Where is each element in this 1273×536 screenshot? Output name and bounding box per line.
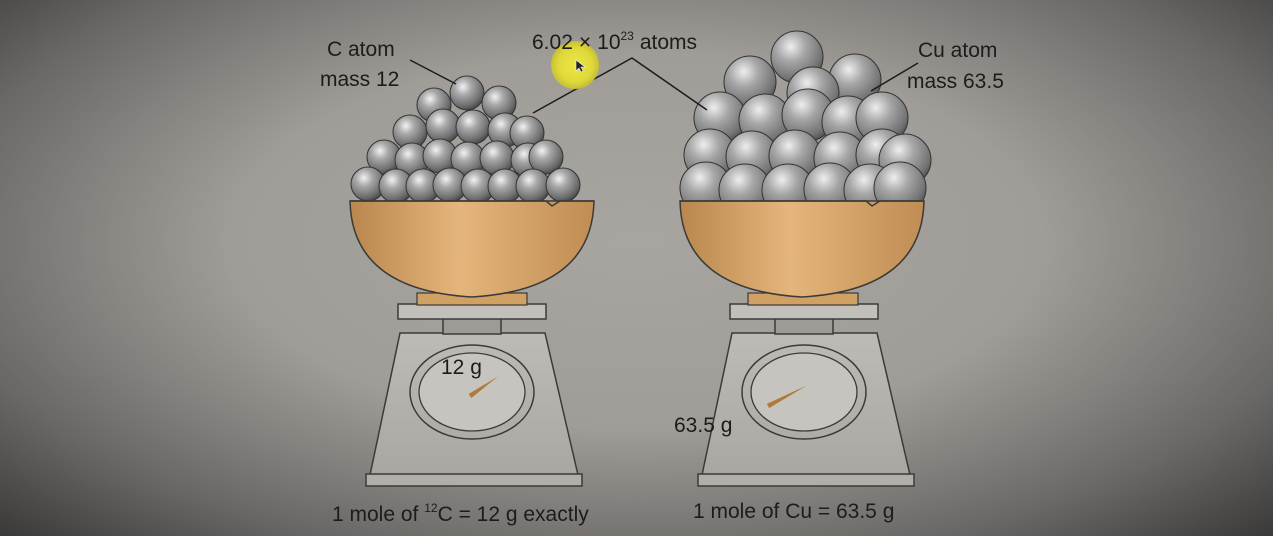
carbon-atom-icon bbox=[528, 139, 564, 175]
carbon-mass-label: mass 12 bbox=[320, 68, 399, 91]
right-scale bbox=[697, 292, 915, 487]
left-dial-reading: 12 g bbox=[441, 356, 482, 379]
carbon-atom-icon bbox=[515, 168, 551, 204]
left-scale-base bbox=[365, 473, 583, 487]
carbon-atom-label: C atom bbox=[327, 38, 395, 61]
carbon-atom-icon bbox=[425, 108, 461, 144]
left-bowl-body bbox=[349, 200, 595, 298]
carbon-atom-pile bbox=[350, 75, 581, 204]
copper-atom-label: Cu atom bbox=[918, 39, 997, 62]
right-scale-neck bbox=[774, 317, 834, 335]
left-bowl-rim bbox=[350, 200, 594, 207]
left-dial-outer bbox=[409, 344, 535, 440]
right-dial-needle bbox=[766, 385, 807, 409]
copper-mole-caption: 1 mole of Cu = 63.5 g bbox=[693, 500, 894, 523]
copper-label-leader bbox=[870, 62, 919, 92]
copper-mass-label: mass 63.5 bbox=[907, 70, 1004, 93]
right-dial-outer bbox=[741, 344, 867, 440]
right-dial-reading: 63.5 g bbox=[674, 414, 732, 437]
carbon-atom-icon bbox=[449, 75, 485, 111]
right-bowl-rim bbox=[680, 200, 924, 207]
left-scale-neck bbox=[442, 317, 502, 335]
mouse-pointer-icon bbox=[575, 59, 586, 73]
cursor-highlight bbox=[551, 41, 599, 89]
avogadro-leader bbox=[532, 57, 708, 114]
right-scale-base bbox=[697, 473, 915, 487]
right-dial-inner bbox=[750, 352, 858, 432]
carbon-atom-icon bbox=[545, 167, 581, 203]
right-scale-platform bbox=[729, 303, 879, 320]
left-dial-inner bbox=[418, 352, 526, 432]
copper-atom-pile bbox=[679, 30, 932, 217]
left-scale bbox=[365, 292, 583, 487]
carbon-label-leader bbox=[409, 59, 457, 85]
carbon-atom-icon bbox=[455, 109, 491, 145]
right-bowl bbox=[679, 200, 925, 298]
left-bowl bbox=[349, 200, 595, 298]
left-scale-platform bbox=[397, 303, 547, 320]
right-bowl-body bbox=[679, 200, 925, 298]
left-dial-needle bbox=[468, 376, 498, 398]
carbon-mole-caption: 1 mole of 12C = 12 g exactly bbox=[332, 501, 589, 526]
